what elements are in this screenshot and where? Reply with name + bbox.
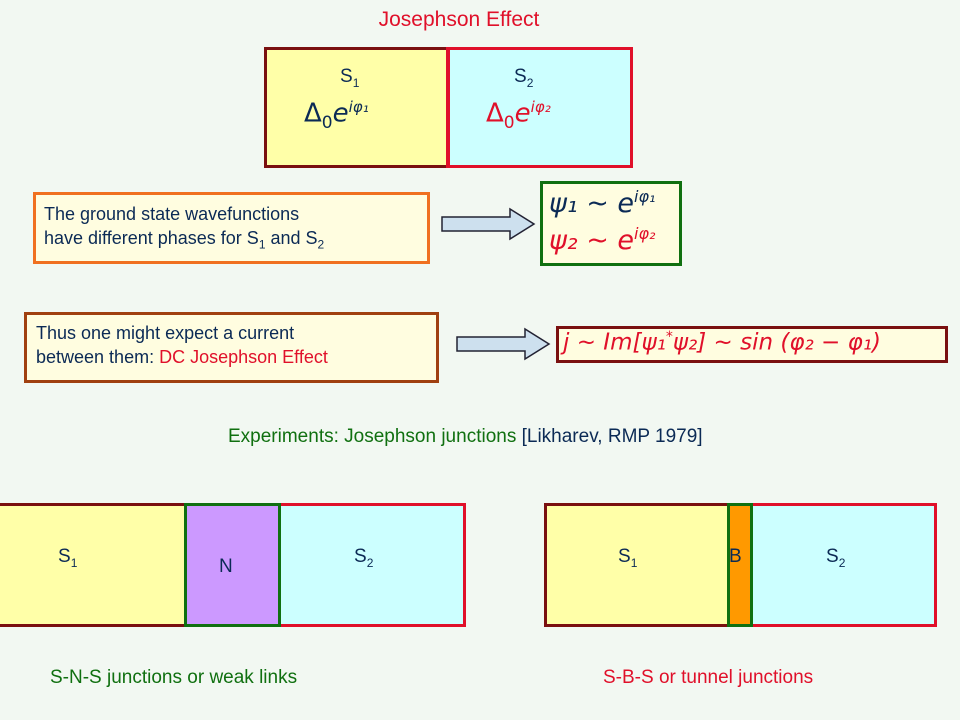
sbs-caption: S-B-S or tunnel junctions: [603, 667, 814, 688]
wavefunction-note: The ground state wavefunctions have diff…: [33, 192, 430, 264]
sns-s2-region: [278, 503, 466, 627]
top-s2-label: S2: [514, 66, 534, 90]
psi1-equation: ψ₁ ~ eiφ₁: [549, 187, 656, 219]
sbs-s2-region: [751, 503, 937, 627]
arrow-right-icon: [456, 327, 551, 361]
arrow-right-icon: [441, 207, 536, 241]
current-note: Thus one might expect a current between …: [24, 312, 439, 383]
sbs-s1-label: S1: [618, 546, 638, 570]
sns-s1-region: [0, 503, 187, 627]
sns-n-region: [184, 503, 281, 627]
wavefunction-equations: ψ₁ ~ eiφ₁ ψ₂ ~ eiφ₂: [540, 181, 682, 266]
sns-caption: S-N-S junctions or weak links: [50, 667, 298, 688]
wavefunction-note-line1: The ground state wavefunctions: [44, 204, 300, 224]
top-s1-label: S1: [340, 66, 360, 90]
sbs-b-region: [727, 503, 753, 627]
current-note-line1: Thus one might expect a current: [36, 323, 295, 343]
psi2-equation: ψ₂ ~ eiφ₂: [549, 224, 656, 256]
current-equation-text: j ~ Im[ψ₁*ψ₂] ~ sin (φ₂ − φ₁): [563, 329, 881, 356]
experiments-line: Experiments: Josephson junctions [Likhar…: [228, 426, 703, 447]
sns-n-label: N: [219, 556, 233, 577]
s1-gap-expression: Δ0eiφ₁: [304, 98, 369, 133]
current-note-line2: between them: DC Josephson Effect: [36, 347, 328, 367]
top-divider: [446, 47, 449, 168]
top-s1-region: [264, 47, 450, 168]
wavefunction-note-line2: have different phases for S1 and S2: [44, 228, 325, 252]
sbs-b-label: B: [729, 546, 742, 567]
s2-gap-expression: Δ0eiφ₂: [486, 98, 551, 133]
sns-s2-label: S2: [354, 546, 374, 570]
page-title: Josephson Effect: [378, 8, 540, 31]
current-equation: j ~ Im[ψ₁*ψ₂] ~ sin (φ₂ − φ₁): [556, 326, 948, 363]
sns-s1-label: S1: [58, 546, 78, 570]
sbs-s1-region: [544, 503, 730, 627]
top-s2-region: [447, 47, 633, 168]
sbs-s2-label: S2: [826, 546, 846, 570]
